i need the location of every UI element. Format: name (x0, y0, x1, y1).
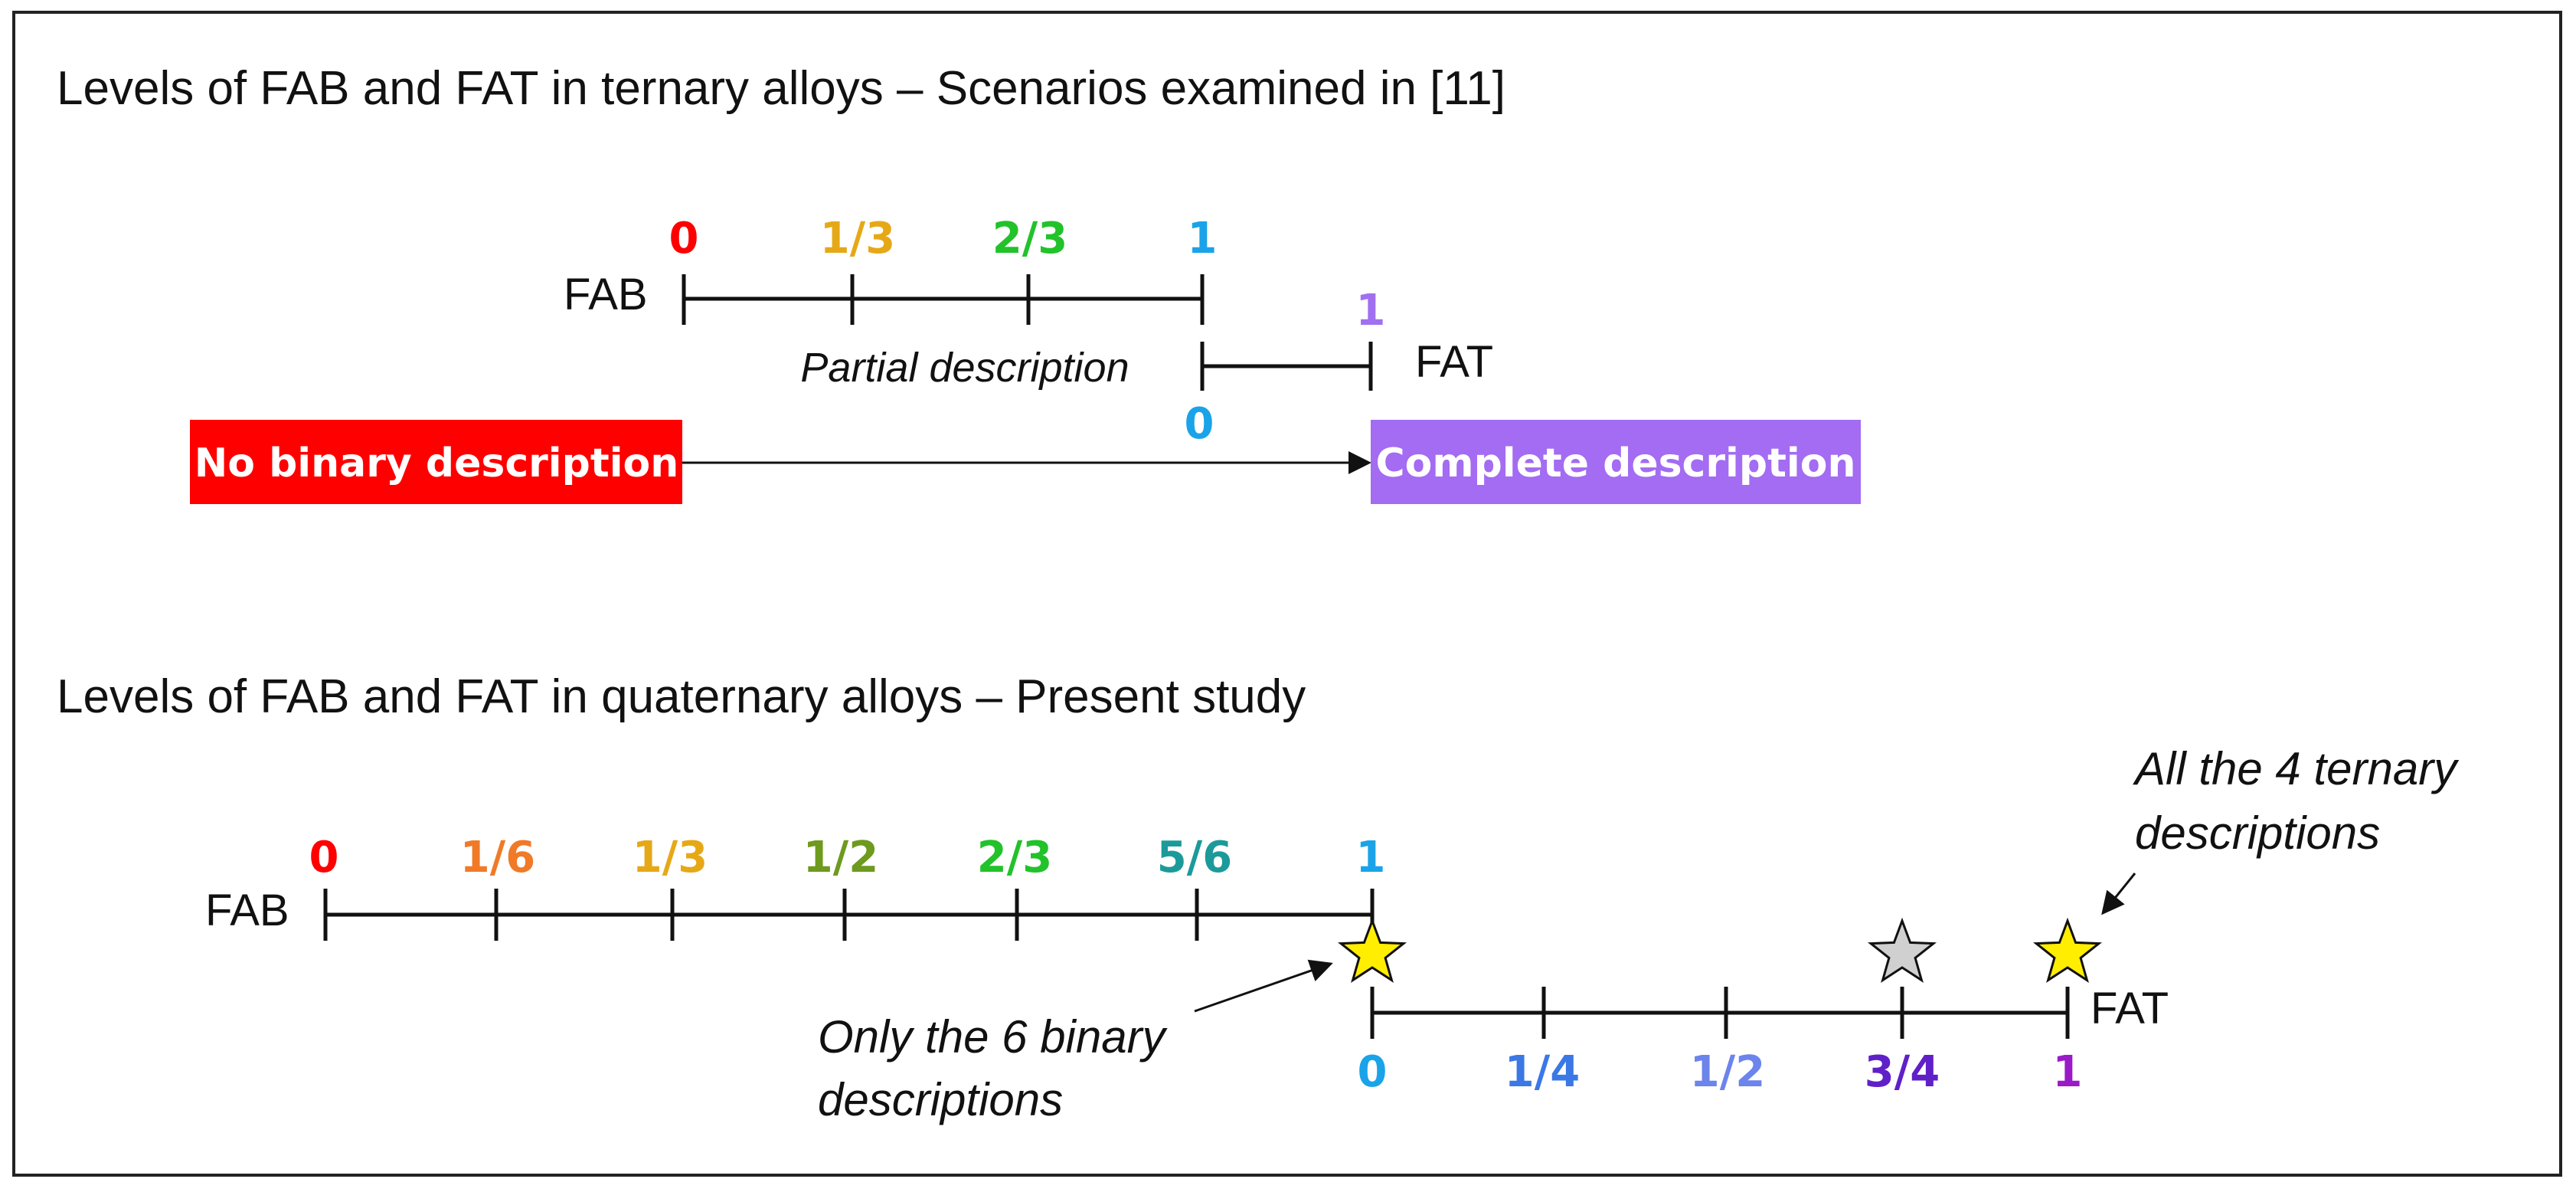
binary-annotation-line2: descriptions (818, 1074, 1063, 1125)
bottom-fat-tick-label: 1/4 (1505, 1047, 1580, 1097)
bottom-title: Levels of FAB and FAT in quaternary allo… (57, 670, 1306, 723)
bottom-fat-tick-label: 1/2 (1690, 1047, 1765, 1097)
top-fab-tick-label: 0 (669, 214, 699, 264)
top-fat-tick-label: 0 (1185, 399, 1214, 449)
ternary-annotation-arrow (2101, 873, 2136, 915)
ternary-annotation-line1: All the 4 ternary (2133, 743, 2460, 794)
partial-description-label: Partial description (800, 345, 1129, 391)
binary-annotation-line1: Only the 6 binary (818, 1011, 1169, 1063)
top-title: Levels of FAB and FAT in ternary alloys … (57, 62, 1505, 115)
diagram-frame (12, 11, 2562, 1177)
bottom-fat-tick-label: 1 (2053, 1047, 2083, 1097)
bottom-fat-tick-label: 0 (1358, 1047, 1388, 1097)
complete-box (1371, 420, 1861, 504)
bottom-fat-label: FAT (2091, 984, 2169, 1033)
bottom-fab-tick-label: 5/6 (1157, 833, 1232, 883)
top-fab-tick-label: 1/3 (820, 214, 895, 264)
top-fab-label: FAB (564, 270, 648, 319)
binary-annotation-arrow (1194, 959, 1333, 1013)
bottom-fab-label: FAB (205, 886, 289, 935)
bottom-fab-tick-label: 1/2 (803, 833, 878, 883)
bottom-fab-tick-label: 1 (1356, 833, 1386, 883)
bottom-fat-tick-label: 3/4 (1865, 1047, 1940, 1097)
top-fab-tick-label: 1 (1188, 214, 1218, 264)
bottom-fab-tick-label: 0 (309, 833, 339, 883)
top-fab-tick-label: 2/3 (992, 214, 1067, 264)
ternary-annotation-line2: descriptions (2135, 807, 2380, 859)
no-binary-label: No binary description (195, 440, 679, 486)
top-fat-tick-label: 1 (1356, 286, 1386, 336)
no-binary-box (190, 420, 682, 504)
top-fab-ticks (682, 274, 1205, 325)
star-icon (1337, 917, 1407, 983)
top-fat-label: FAT (1415, 337, 1493, 387)
star-icon (2032, 917, 2103, 983)
complete-label: Complete description (1376, 440, 1856, 486)
bottom-fab-tick-label: 2/3 (977, 833, 1052, 883)
bottom-fab-tick-label: 1/6 (460, 833, 535, 883)
star-icon (1867, 917, 1937, 983)
bottom-fab-tick-label: 1/3 (633, 833, 708, 883)
bottom-fat-ticks (1370, 987, 2070, 1039)
